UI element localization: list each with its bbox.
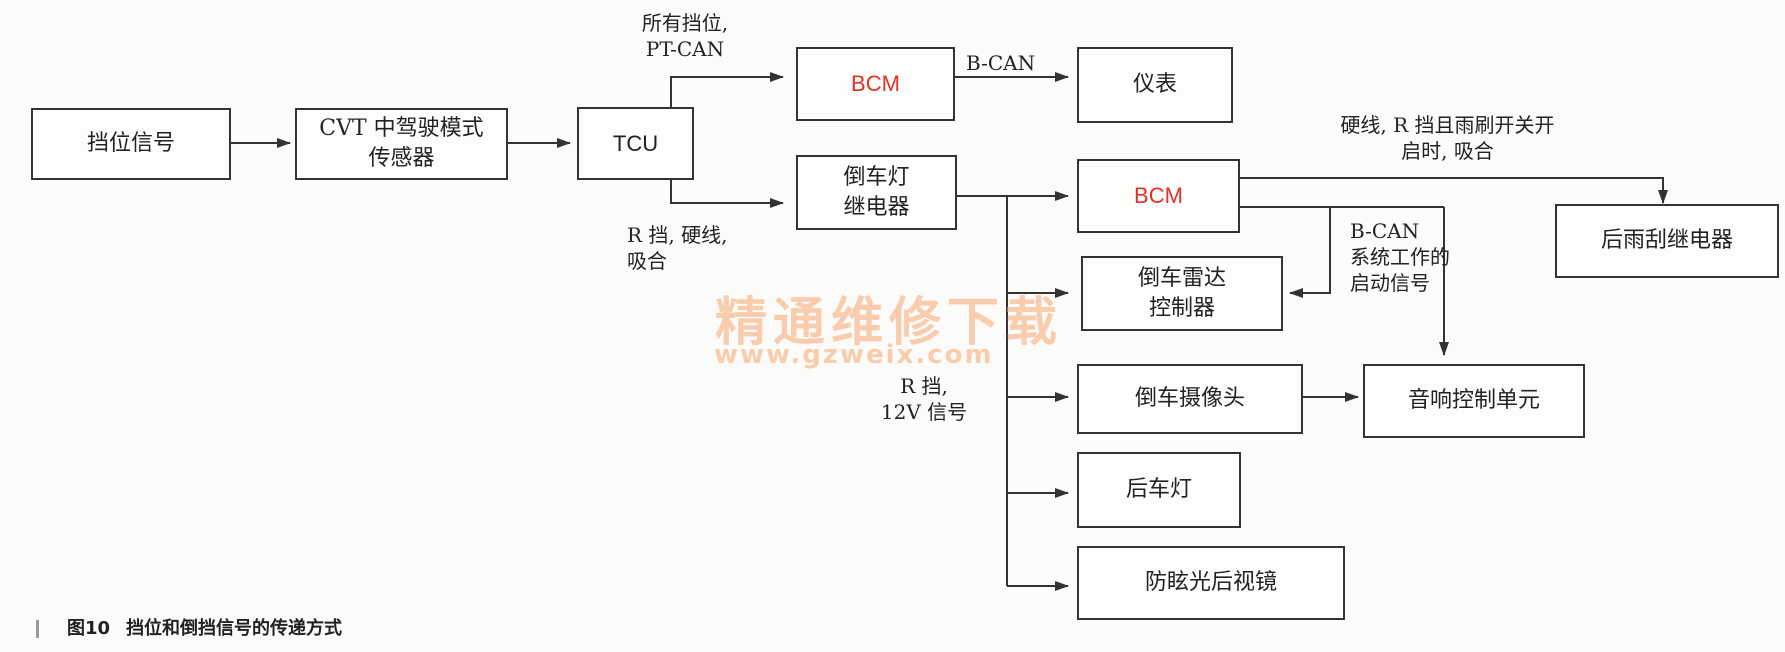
- label-r-hardwire-close: R 挡, 硬线, 吸合: [627, 223, 728, 273]
- bcm-top-box: BCM: [796, 47, 955, 121]
- arrow-bcm-to-radar: [1289, 207, 1331, 298]
- instrument-box: 仪表: [1077, 47, 1233, 123]
- tcu-box: TCU: [577, 107, 694, 180]
- camera-box: 倒车摄像头: [1077, 364, 1303, 434]
- bcm-mid-box: BCM: [1077, 159, 1240, 233]
- caption-bar-icon: [36, 620, 39, 638]
- caption-text: 挡位和倒挡信号的传递方式: [126, 618, 343, 639]
- radar-controller-box: 倒车雷达 控制器: [1081, 256, 1283, 331]
- rear-wiper-relay-box: 后雨刮继电器: [1555, 204, 1779, 278]
- arrow-bcm-to-wiper: [1240, 177, 1668, 204]
- watermark-title: 精通维修下载: [715, 293, 1064, 353]
- label-all-gears-pt-can: 所有挡位, PT-CAN: [641, 11, 729, 61]
- watermark-url: www.gzweix.com: [714, 340, 994, 370]
- cvt-sensor-box: CVT 中驾驶模式 传感器: [295, 108, 508, 180]
- label-hardwire-wiper: 硬线, R 挡且雨刷开关开 启时, 吸合: [1340, 113, 1555, 163]
- caption-number: 图10: [67, 618, 111, 639]
- gear-signal-box: 挡位信号: [31, 108, 231, 180]
- reverse-relay-box: 倒车灯 继电器: [796, 155, 957, 230]
- label-b-can-top: B-CAN: [966, 51, 1036, 75]
- label-b-can-start-signal: B-CAN 系统工作的 启动信号: [1350, 219, 1450, 295]
- figure-caption: 图10 挡位和倒挡信号的传递方式: [36, 614, 342, 640]
- mirror-box: 防眩光后视镜: [1077, 546, 1345, 620]
- label-r-12v-signal: R 挡, 12V 信号: [880, 374, 968, 424]
- audio-unit-box: 音响控制单元: [1363, 364, 1585, 438]
- rear-light-box: 后车灯: [1077, 452, 1241, 528]
